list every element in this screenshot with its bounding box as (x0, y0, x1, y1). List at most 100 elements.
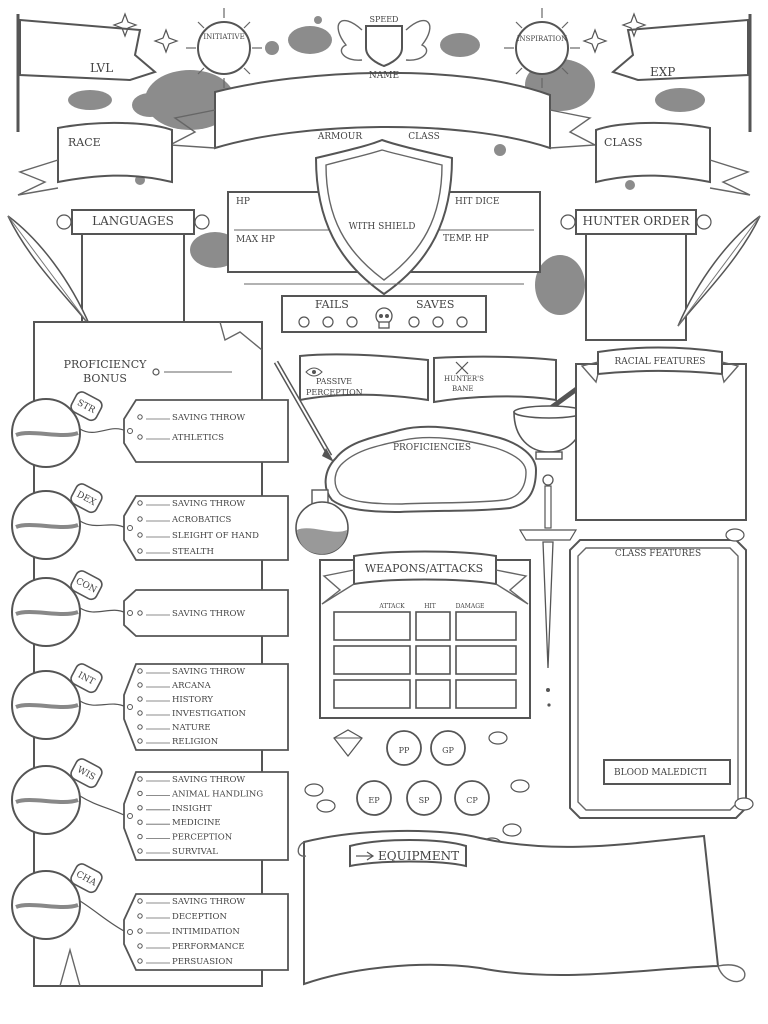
skill-saving-throw[interactable]: SAVING THROW (137, 775, 246, 785)
skill-acrobatics[interactable]: ACROBATICS (137, 515, 232, 525)
weapon-cell[interactable] (455, 679, 517, 709)
skill-intimidation[interactable]: INTIMIDATION (137, 927, 241, 937)
exp-banner[interactable]: EXP (610, 14, 752, 132)
skill-survival[interactable]: SURVIVAL (137, 847, 218, 857)
weapon-cell[interactable] (455, 611, 517, 641)
cha-skills-tag[interactable] (123, 893, 289, 971)
skill-athletics[interactable]: ATHLETICS (137, 433, 224, 443)
coin-gp[interactable]: GP (430, 730, 466, 766)
max-hp-label: MAX HP (236, 235, 275, 245)
skull-icon (375, 307, 393, 329)
skill-deception[interactable]: DECEPTION (137, 912, 228, 922)
svg-text:INSIGHT: INSIGHT (172, 804, 212, 814)
weapon-cell[interactable] (415, 679, 451, 709)
proficiencies-label: PROFICIENCIES (393, 443, 471, 453)
skill-sleight-of-hand[interactable]: SLEIGHT OF HAND (137, 531, 259, 541)
skill-insight[interactable]: INSIGHT (137, 804, 212, 814)
wis-skills-tag[interactable] (123, 771, 289, 861)
skill-perception[interactable]: PERCEPTION (137, 833, 233, 843)
svg-text:PERSUASION: PERSUASION (172, 957, 233, 967)
racial-features-label: RACIAL FEATURES (615, 357, 706, 367)
weapon-cell[interactable] (333, 611, 411, 641)
currency-panel[interactable]: PP GP EP SP CP (304, 528, 754, 851)
coin-pile-decoration (488, 731, 508, 745)
int-skills-tag[interactable] (123, 663, 289, 751)
level-banner[interactable]: LVL (16, 14, 158, 132)
languages-scroll[interactable]: LANGUAGES (56, 209, 210, 341)
sparkle-decorations (112, 12, 647, 54)
racial-features-panel[interactable]: RACIAL FEATURES (575, 346, 747, 521)
coin-ep[interactable]: EP (356, 780, 392, 816)
svg-text:INVESTIGATION: INVESTIGATION (172, 709, 246, 719)
svg-text:SLEIGHT OF HAND: SLEIGHT OF HAND (172, 531, 259, 541)
weapon-cell[interactable] (333, 645, 411, 675)
skill-saving-throw[interactable]: SAVING THROW (137, 667, 246, 677)
svg-text:PP: PP (399, 746, 410, 755)
svg-text:STEALTH: STEALTH (172, 547, 214, 557)
skill-religion[interactable]: RELIGION (137, 737, 219, 747)
skill-saving-throw[interactable]: SAVING THROW (137, 413, 246, 423)
class-banner[interactable]: CLASS (595, 121, 751, 196)
class-features-panel[interactable]: CLASS FEATURES BLOOD MALEDICTI (569, 539, 747, 819)
proficiencies-frame[interactable]: PROFICIENCIES (324, 425, 538, 514)
lvl-label: LVL (90, 61, 113, 75)
speed-field[interactable]: SPEED (337, 15, 431, 68)
proficiency-label-line-2: BONUS (83, 372, 127, 385)
skill-arcana[interactable]: ARCANA (137, 681, 212, 691)
name-banner[interactable]: NAME (167, 71, 598, 150)
armour-class-shield[interactable]: ARMOUR CLASS WITH SHIELD (314, 132, 454, 296)
weapons-header-hit: HIT (424, 603, 436, 610)
coin-sp[interactable]: SP (406, 780, 442, 816)
con-skills-tag[interactable] (123, 589, 289, 637)
quill-pen-icon (273, 360, 334, 462)
quill-right-icon (677, 215, 761, 327)
class-features-label: CLASS FEATURES (615, 549, 701, 559)
skill-history[interactable]: HISTORY (137, 695, 214, 705)
str-skills-tag[interactable] (123, 399, 289, 463)
skill-nature[interactable]: NATURE (137, 723, 211, 733)
inspiration-field[interactable]: INSPIRATION (504, 8, 580, 88)
death-saves-panel[interactable]: FAILS SAVES (244, 283, 524, 333)
weapon-cell[interactable] (333, 679, 411, 709)
hunters-bane-banner[interactable]: HUNTER'S BANE (433, 355, 557, 404)
weapon-cell[interactable] (415, 645, 451, 675)
passive-perception-banner[interactable]: PASSIVE PERCEPTION (299, 353, 429, 402)
hunter-order-scroll[interactable]: HUNTER ORDER (560, 209, 712, 341)
svg-text:HISTORY: HISTORY (172, 695, 213, 705)
skill-stealth[interactable]: STEALTH (137, 547, 214, 557)
skill-saving-throw[interactable]: SAVING THROW (137, 499, 246, 509)
coin-pile-decoration (510, 779, 530, 793)
weapon-cell[interactable] (455, 645, 517, 675)
race-banner[interactable]: RACE (17, 121, 173, 196)
skill-animal-handling[interactable]: ANIMAL HANDLING (137, 789, 264, 799)
coin-cp[interactable]: CP (454, 780, 490, 816)
coin-pp[interactable]: PP (386, 730, 422, 766)
proficiency-bonus-field[interactable]: PROFICIENCY BONUS (64, 358, 232, 385)
svg-text:SAVING THROW: SAVING THROW (172, 413, 245, 423)
coin-pile-decoration (734, 797, 754, 811)
equipment-scroll[interactable]: EQUIPMENT (297, 829, 746, 986)
svg-text:GP: GP (442, 746, 454, 755)
weapon-cell[interactable] (415, 611, 451, 641)
skill-persuasion[interactable]: PERSUASION (137, 957, 234, 967)
dex-skills-tag[interactable] (123, 495, 289, 561)
initiative-field[interactable]: INITIATIVE (186, 8, 262, 88)
svg-text:INTIMIDATION: INTIMIDATION (172, 927, 240, 937)
skill-medicine[interactable]: MEDICINE (137, 818, 221, 828)
skill-saving-throw[interactable]: SAVING THROW (137, 609, 246, 619)
skill-investigation[interactable]: INVESTIGATION (137, 709, 247, 719)
weapons-title: WEAPONS/ATTACKS (365, 562, 483, 575)
skill-saving-throw[interactable]: SAVING THROW (137, 897, 246, 907)
skill-performance[interactable]: PERFORMANCE (137, 942, 245, 952)
svg-text:SAVING THROW: SAVING THROW (172, 897, 245, 907)
hp-label: HP (236, 197, 250, 207)
coin-pile-decoration (725, 528, 745, 542)
